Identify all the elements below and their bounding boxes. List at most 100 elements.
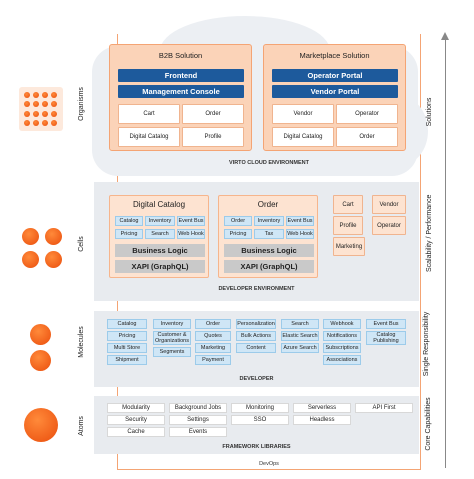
operator-portal-button[interactable]: Operator Portal	[272, 69, 398, 82]
digital-catalog-cell: Digital Catalog	[272, 127, 334, 147]
digital-catalog-block: Digital Catalog Catalog Inventory Event …	[109, 195, 209, 278]
operator-cell: Operator	[372, 216, 406, 235]
pricing-chip: Pricing	[224, 229, 252, 239]
web-hook-chip: Web Hook	[286, 229, 314, 239]
atom-chip: Background Jobs	[169, 403, 227, 413]
atom-chip: Cache	[107, 427, 165, 437]
core-cap-text: Core Capabilities	[425, 397, 432, 451]
marketing-cell: Marketing	[333, 237, 365, 256]
organism-dot	[24, 101, 30, 108]
organism-dot	[51, 119, 57, 126]
tax-chip: Tax	[254, 229, 284, 239]
organism-dot	[42, 119, 48, 126]
organism-dot	[42, 110, 48, 117]
label-scalability: Scalability / Performance	[426, 195, 434, 272]
molecule-chip: Catalog Publishing	[366, 331, 406, 345]
single-resp-text: Single Responsibility	[423, 311, 430, 377]
digital-catalog-title: Digital Catalog	[132, 200, 186, 209]
atom-chip: Serverless	[293, 403, 351, 413]
atom-chip: API First	[355, 403, 413, 413]
molecule-chip: Subscriptions	[323, 343, 361, 353]
scale-arrow	[445, 38, 446, 468]
frontend-button[interactable]: Frontend	[118, 69, 244, 82]
business-logic-bar: Business Logic	[115, 244, 205, 257]
web-hook-chip: Web Hook	[177, 229, 205, 239]
atom-chip: Events	[169, 427, 227, 437]
digital-catalog-cell: Digital Catalog	[118, 127, 180, 147]
marketplace-solution-box: Marketplace Solution Operator Portal Ven…	[263, 44, 406, 151]
atom-chip: Monitoring	[231, 403, 289, 413]
atoms-grid: Modularity Background Jobs Monitoring Serve…	[94, 396, 419, 454]
marketplace-title: Marketplace Solution	[299, 51, 370, 60]
management-console-button[interactable]: Management Console	[118, 85, 244, 98]
molecule-chip: Segments	[153, 347, 191, 357]
search-chip: Search	[145, 229, 175, 239]
organisms-icon	[19, 87, 63, 131]
molecule-chip: Personalization	[236, 319, 276, 329]
molecule-chip: Notifications	[323, 331, 361, 341]
label-solutions: Solutions	[426, 97, 433, 127]
order-title: Order	[257, 200, 279, 209]
molecule-chip: Content	[236, 343, 276, 353]
cart-cell: Cart	[118, 104, 180, 124]
atoms-icon	[24, 408, 58, 442]
molecules-icon	[30, 322, 54, 372]
organism-dot	[33, 110, 39, 117]
organism-dot	[24, 92, 30, 98]
organism-dot	[24, 119, 30, 126]
molecule-chip: Event Bus	[366, 319, 406, 329]
catalog-chip: Catalog	[115, 216, 143, 226]
label-organisms: Organisms	[78, 87, 85, 121]
molecule-chip: Multi Store	[107, 343, 147, 353]
label-single-responsibility: Single Responsibility	[423, 309, 431, 379]
atom-chip: Headless	[293, 415, 351, 425]
order-cell: Order	[182, 104, 244, 124]
xapi-bar: XAPI (GraphQL)	[224, 260, 314, 273]
molecule-chip: Customer & Organizations	[153, 331, 191, 345]
developer-label: DEVELOPER	[239, 376, 274, 382]
molecule-chip: Quotes	[195, 331, 231, 341]
molecule-chip: Order	[195, 319, 231, 329]
atom-chip: Modularity	[107, 403, 165, 413]
atom-chip: Security	[107, 415, 165, 425]
organism-dot	[24, 110, 30, 117]
profile-cell: Profile	[182, 127, 244, 147]
molecule-chip: Azure Search	[281, 343, 319, 353]
atom-chip: Settings	[169, 415, 227, 425]
atom-chip: SSO	[231, 415, 289, 425]
vendor-cell: Vendor	[372, 195, 406, 214]
vendor-cell: Vendor	[272, 104, 334, 124]
organism-dot	[51, 110, 57, 117]
developer-environment-label: DEVELOPER ENVIRONMENT	[218, 286, 295, 292]
organism-dot	[33, 119, 39, 126]
organism-dot	[33, 101, 39, 108]
order-chip: Order	[224, 216, 252, 226]
inventory-chip: Inventory	[145, 216, 175, 226]
organism-dot	[33, 92, 39, 98]
organism-dot	[42, 101, 48, 108]
cart-cell: Cart	[333, 195, 363, 214]
label-cells: Cells	[78, 236, 85, 252]
organism-dot	[51, 92, 57, 98]
arrow-head-icon	[441, 32, 449, 40]
molecule-chip: Pricing	[107, 331, 147, 341]
molecule-chip: Payment	[195, 355, 231, 365]
profile-cell: Profile	[333, 216, 363, 235]
event-bus-chip: Event Bus	[177, 216, 205, 226]
label-atoms: Atoms	[78, 416, 85, 436]
molecule-chip: Inventory	[153, 319, 191, 329]
devops-label: DevOps	[259, 461, 279, 467]
molecule-chip: Search	[281, 319, 319, 329]
vendor-portal-button[interactable]: Vendor Portal	[272, 85, 398, 98]
virto-cloud-label: VIRTO CLOUD ENVIRONMENT	[229, 160, 309, 166]
business-logic-bar: Business Logic	[224, 244, 314, 257]
organism-dot	[42, 92, 48, 98]
scalability-text: Scalability / Performance	[426, 194, 433, 272]
molecule-chip: Elastic Search	[281, 331, 319, 341]
event-bus-chip: Event Bus	[286, 216, 314, 226]
molecule-chip: Webhook	[323, 319, 361, 329]
label-core-capabilities: Core Capabilities	[425, 389, 433, 459]
inventory-chip: Inventory	[254, 216, 284, 226]
xapi-bar: XAPI (GraphQL)	[115, 260, 205, 273]
molecule-chip: Shipment	[107, 355, 147, 365]
